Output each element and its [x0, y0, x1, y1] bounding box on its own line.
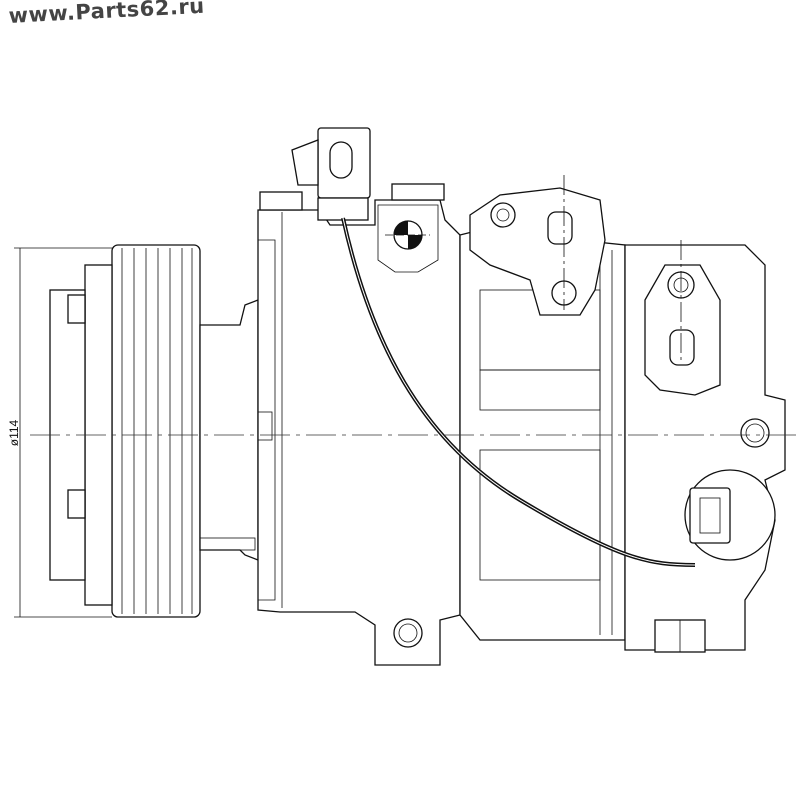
diameter-dimension-line: [14, 247, 112, 618]
top-connector: [291, 127, 371, 221]
rear-head: [624, 244, 786, 653]
diameter-label: ø114: [7, 419, 21, 447]
cylinder-body: [459, 187, 626, 641]
main-body: [257, 183, 461, 666]
pulley: [111, 244, 201, 618]
front-housing: [199, 299, 259, 561]
